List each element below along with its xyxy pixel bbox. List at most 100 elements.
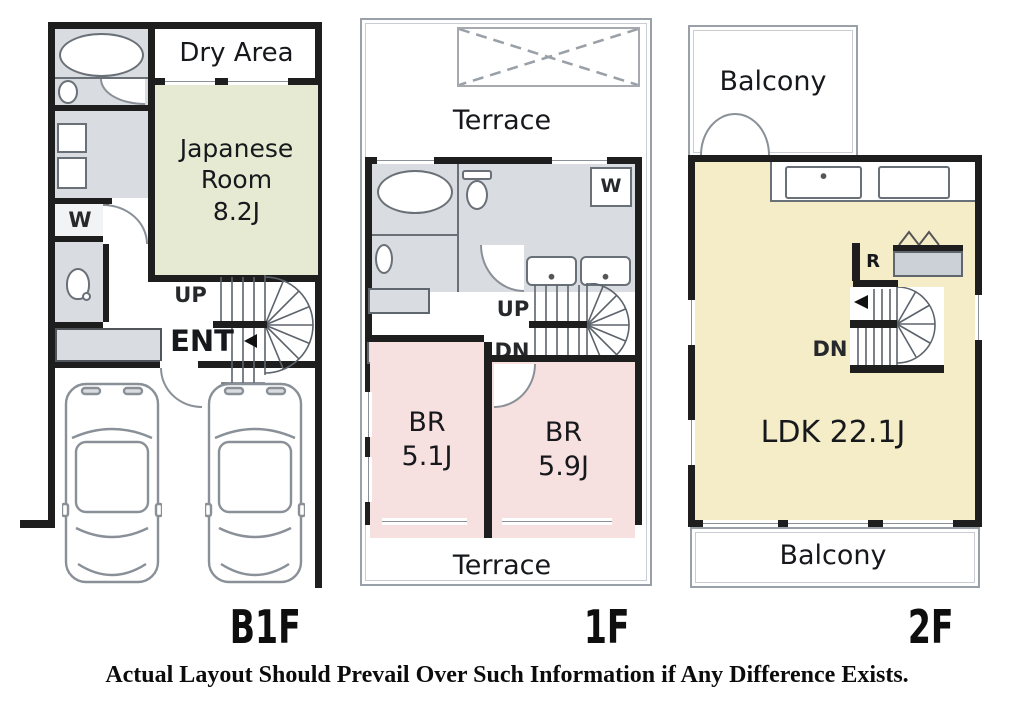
window bbox=[365, 457, 372, 502]
door-arc bbox=[160, 368, 202, 408]
2f-dn-label: DN bbox=[808, 336, 852, 361]
toilet-icon bbox=[82, 292, 91, 301]
spiral-staircase bbox=[213, 275, 314, 384]
b1f-wall bbox=[148, 22, 155, 275]
b1f-wall bbox=[55, 322, 103, 328]
sink-icon bbox=[580, 256, 631, 286]
plan-2f: Balcony R DN bbox=[688, 25, 985, 588]
terrace-label: Terrace bbox=[452, 550, 552, 582]
kitchen-sink-icon bbox=[785, 166, 862, 199]
floor-name-text: 1F bbox=[584, 600, 630, 654]
sink-icon bbox=[526, 256, 577, 286]
washbasin-icon bbox=[375, 244, 393, 274]
b1f-wall bbox=[55, 105, 155, 111]
2f-balcony-top-label: Balcony bbox=[698, 65, 848, 99]
japanese-room-size: 8.2J bbox=[212, 196, 261, 226]
2f-wall bbox=[852, 243, 860, 281]
2f-refrigerator-label: R bbox=[860, 249, 886, 275]
1f-up-label: UP bbox=[490, 296, 536, 321]
disclaimer-text: Actual Layout Should Prevail Over Such I… bbox=[105, 662, 909, 688]
bedroom-label: BR bbox=[408, 407, 446, 439]
bathtub-icon bbox=[59, 33, 144, 77]
window bbox=[552, 157, 607, 164]
car-icon bbox=[205, 382, 305, 584]
b1f-wall bbox=[148, 275, 322, 282]
car-icon bbox=[62, 382, 162, 584]
1f-floor-name: 1F bbox=[547, 600, 667, 654]
2f-balcony-bottom bbox=[690, 527, 980, 588]
window bbox=[165, 78, 215, 85]
window bbox=[688, 420, 695, 465]
window bbox=[228, 78, 288, 85]
washer-label: W bbox=[68, 207, 92, 232]
dry-area-label: Dry Area bbox=[179, 38, 294, 69]
floor-name-text: B1F bbox=[229, 600, 301, 654]
toilet-icon bbox=[462, 170, 492, 180]
b1f-dry-area: Dry Area bbox=[155, 29, 318, 78]
window bbox=[365, 392, 372, 437]
window bbox=[883, 520, 953, 527]
balcony-label: Balcony bbox=[779, 540, 887, 572]
spiral-staircase bbox=[850, 287, 944, 373]
bathtub-icon bbox=[377, 170, 453, 214]
1f-washer-box: W bbox=[590, 167, 632, 207]
window bbox=[688, 300, 695, 345]
ldk-label: LDK 22.1J bbox=[760, 415, 906, 451]
void-x-icon bbox=[459, 29, 638, 85]
window bbox=[382, 518, 467, 525]
1f-bedroom1: BR 5.1J bbox=[370, 342, 484, 538]
bedroom-size: 5.1J bbox=[401, 441, 453, 472]
sink-icon bbox=[57, 123, 87, 153]
1f-bath-wall bbox=[372, 234, 457, 236]
window bbox=[703, 520, 778, 527]
up-label: UP bbox=[496, 296, 530, 321]
1f-terrace-top: Terrace bbox=[417, 103, 587, 139]
bedroom-size: 5.9J bbox=[538, 451, 589, 482]
entrance-label: ENT bbox=[170, 323, 234, 358]
1f-terrace-bottom: Terrace bbox=[417, 548, 587, 584]
garage-door-gap bbox=[160, 361, 198, 368]
garage-wall bbox=[315, 368, 322, 588]
floor-name-text: 2F bbox=[908, 600, 954, 654]
entry-porch bbox=[55, 328, 162, 362]
up-label: UP bbox=[174, 282, 207, 307]
b1f-wall bbox=[55, 236, 112, 242]
b1f-floor-name: B1F bbox=[195, 600, 335, 654]
2f-balcony-bottom-label: Balcony bbox=[748, 537, 918, 575]
japanese-room-label: Japanese Room bbox=[179, 134, 294, 195]
refrigerator-label: R bbox=[866, 250, 880, 272]
window bbox=[502, 518, 612, 525]
closet bbox=[368, 288, 430, 314]
2f-floor-name: 2F bbox=[871, 600, 991, 654]
stove-icon bbox=[878, 166, 950, 199]
void-area bbox=[457, 27, 640, 87]
1f-wall bbox=[484, 342, 492, 538]
plan-1f: Terrace W UP DN bbox=[360, 18, 652, 586]
zigzag-icon bbox=[898, 230, 940, 246]
washbasin-icon bbox=[58, 80, 78, 104]
bedroom-label: BR bbox=[544, 417, 583, 449]
window bbox=[788, 520, 868, 527]
terrace-label: Terrace bbox=[452, 105, 552, 137]
b1f-japanese-room: Japanese Room 8.2J bbox=[155, 85, 318, 275]
1f-bath-wall bbox=[457, 164, 459, 292]
b1f-wall bbox=[55, 198, 112, 204]
window bbox=[975, 295, 982, 340]
toilet-icon bbox=[466, 180, 488, 210]
1f-wall bbox=[484, 355, 642, 362]
b1f-bath-divider bbox=[55, 77, 148, 79]
window bbox=[377, 157, 434, 164]
b1f-wall bbox=[103, 198, 109, 322]
plan-b1f: W Dry Area Japanese Room 8.2J UP bbox=[20, 22, 325, 588]
sink-icon bbox=[57, 157, 87, 189]
counter-cabinet bbox=[893, 251, 963, 277]
balcony-label: Balcony bbox=[719, 66, 827, 98]
down-label: DN bbox=[812, 336, 848, 361]
b1f-up-label: UP bbox=[168, 282, 213, 307]
washer-label: W bbox=[600, 175, 622, 198]
b1f-entrance: ENT bbox=[166, 324, 238, 358]
garage-wall bbox=[20, 520, 55, 528]
entrance-arrow-icon bbox=[244, 334, 257, 348]
garage-wall bbox=[48, 368, 55, 528]
